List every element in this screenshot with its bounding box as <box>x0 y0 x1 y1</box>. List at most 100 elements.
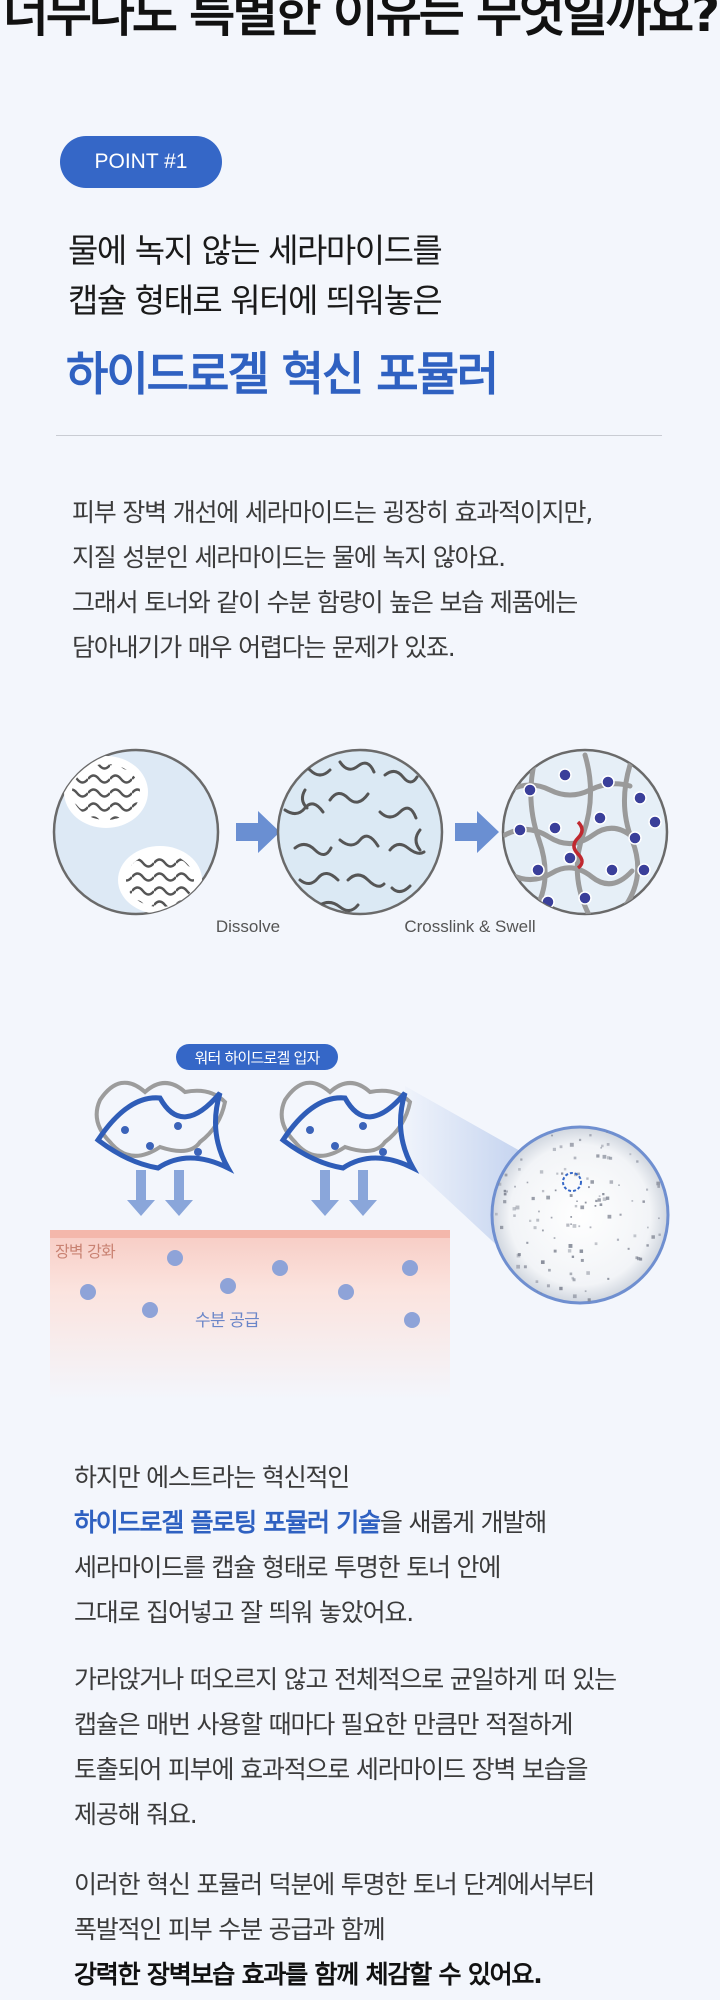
capsule-speck <box>647 1226 649 1229</box>
capsule-speck <box>645 1291 649 1294</box>
capsule-speck <box>572 1224 577 1228</box>
crosslink-label: Crosslink & Swell <box>404 917 535 936</box>
capsule-speck <box>635 1297 640 1301</box>
para1-line: 그대로 집어넣고 잘 띄워 놓았어요. <box>74 1598 414 1627</box>
capsule-speck <box>554 1189 557 1192</box>
capsule-speck <box>566 1223 570 1227</box>
capsule-speck <box>602 1154 607 1159</box>
capsule-speck <box>567 1249 572 1253</box>
capsule-speck <box>586 1271 590 1275</box>
capsule-speck <box>657 1185 660 1188</box>
capsule-speck <box>605 1196 610 1200</box>
capsule-speck <box>636 1257 641 1261</box>
para3-line: 폭발적인 피부 수분 공급과 함께 <box>74 1915 386 1944</box>
capsule-speck <box>606 1131 608 1133</box>
capsule-speck <box>658 1217 660 1220</box>
capsule-speck <box>523 1297 527 1301</box>
capsule-speck <box>580 1258 584 1262</box>
capsule-speck <box>540 1260 545 1264</box>
capsule-speck <box>498 1182 502 1186</box>
capsule-speck <box>633 1234 637 1238</box>
capsule-speck <box>651 1235 655 1239</box>
capsule-speck <box>568 1243 573 1248</box>
capsule-speck <box>541 1229 544 1232</box>
particle-label-pill <box>176 1044 338 1070</box>
arrow-icon <box>455 811 499 853</box>
intro-line: 담아내기가 매우 어렵다는 문제가 있죠. <box>72 633 456 662</box>
para1-line2-rest: 을 새롭게 개발해 <box>379 1508 547 1537</box>
paragraph-3: 이러한 혁신 포뮬러 덕분에 투명한 토너 단계에서부터 폭발적인 피부 수분 … <box>74 1862 595 1997</box>
arrow-icon <box>236 811 280 853</box>
capsule-speck <box>642 1200 645 1203</box>
capsule-speck <box>545 1299 547 1302</box>
para2-line: 제공해 줘요. <box>74 1800 198 1829</box>
hydrogel-particle-diagram: 워터 하이드로겔 입자 장벽 강화 수분 공급 <box>50 1044 670 1400</box>
capsule-speck <box>503 1200 507 1204</box>
hydrogel-process-diagram: Dissolve Crosslink & Swell <box>52 748 669 936</box>
capsule-speck <box>540 1292 542 1295</box>
crosslinked-circle <box>501 748 669 916</box>
capsule-speck <box>646 1244 649 1247</box>
capsule-speck <box>569 1142 574 1147</box>
capsule-speck <box>531 1196 535 1201</box>
skin-barrier-layer <box>50 1230 450 1400</box>
capsule-speck <box>535 1280 539 1283</box>
capsule-speck <box>606 1143 610 1146</box>
para1-line: 세라마이드를 캡슐 형태로 투명한 토너 안에 <box>74 1553 501 1582</box>
capsule-speck <box>512 1207 516 1211</box>
capsule-speck <box>600 1146 603 1149</box>
capsule-speck <box>574 1204 578 1208</box>
subtitle-line-1: 물에 녹지 않는 세라마이드를 <box>68 231 443 270</box>
capsule-speck <box>598 1195 601 1198</box>
para3-line: 이러한 혁신 포뮬러 덕분에 투명한 토너 단계에서부터 <box>74 1870 595 1899</box>
particle-label: 워터 하이드로겔 입자 <box>195 1049 321 1067</box>
hydrogel-particle-left <box>94 1080 235 1174</box>
capsule-speck <box>553 1249 557 1253</box>
intro-line: 지질 성분인 세라마이드는 물에 녹지 않아요. <box>72 543 506 572</box>
capsule-speck <box>553 1237 556 1239</box>
hydrogel-particle-right <box>279 1080 420 1174</box>
capsule-speck <box>552 1147 557 1152</box>
capsule-speck <box>548 1268 551 1272</box>
capsule-speck <box>639 1257 643 1261</box>
down-arrow-icons <box>127 1170 377 1216</box>
para2-line: 가라앉거나 떠오르지 않고 전체적으로 균일하게 떠 있는 <box>74 1665 617 1694</box>
capsule-speck <box>523 1130 528 1135</box>
para2-line: 토출되어 피부에 효과적으로 세라마이드 장벽 보습을 <box>74 1755 589 1784</box>
capsule-speck <box>499 1225 504 1230</box>
capsule-speck <box>523 1136 526 1139</box>
capsule-speck <box>616 1238 620 1241</box>
para2-line: 캡슐은 매번 사용할 때마다 필요한 만큼만 적절하게 <box>74 1710 573 1739</box>
capsule-speck <box>601 1144 604 1148</box>
paragraph-2: 가라앉거나 떠오르지 않고 전체적으로 균일하게 떠 있는 캡슐은 매번 사용할… <box>74 1657 617 1837</box>
capsule-speck <box>517 1132 522 1136</box>
capsule-speck <box>599 1203 603 1207</box>
headline: 너무나도 특별한 이유는 무엇일까요? <box>2 0 720 43</box>
capsule-speck <box>596 1154 600 1158</box>
capsule-speck <box>559 1286 563 1291</box>
capsule-speck <box>541 1189 545 1193</box>
capsule-speck <box>656 1130 659 1133</box>
capsule-speck <box>571 1255 575 1258</box>
capsule-speck <box>594 1242 598 1246</box>
moisture-dots <box>80 1250 420 1328</box>
capsule-speck <box>516 1264 521 1269</box>
capsule-speck <box>659 1281 662 1284</box>
capsule-speck <box>607 1277 610 1280</box>
capsule-speck <box>629 1153 632 1156</box>
para1-line: 하지만 에스트라는 혁신적인 <box>74 1463 350 1492</box>
capsule-speck <box>586 1177 589 1180</box>
intro-line: 피부 장벽 개선에 세라마이드는 굉장히 효과적이지만, <box>72 498 593 527</box>
capsule-speck <box>589 1226 592 1229</box>
capsule-speck <box>538 1210 540 1213</box>
capsule-speck <box>572 1294 577 1299</box>
section-divider <box>56 435 662 436</box>
capsule-speck <box>503 1189 507 1193</box>
highlight-title: 하이드로겔 혁신 포뮬러 <box>66 347 499 401</box>
capsule-speck <box>495 1296 499 1300</box>
intro-paragraph: 피부 장벽 개선에 세라마이드는 굉장히 효과적이지만, 지질 성분인 세라마이… <box>72 490 593 670</box>
capsule-speck <box>587 1186 590 1189</box>
capsule-speck <box>637 1292 641 1295</box>
capsule-speck <box>495 1212 498 1216</box>
capsule-speck <box>619 1213 622 1216</box>
